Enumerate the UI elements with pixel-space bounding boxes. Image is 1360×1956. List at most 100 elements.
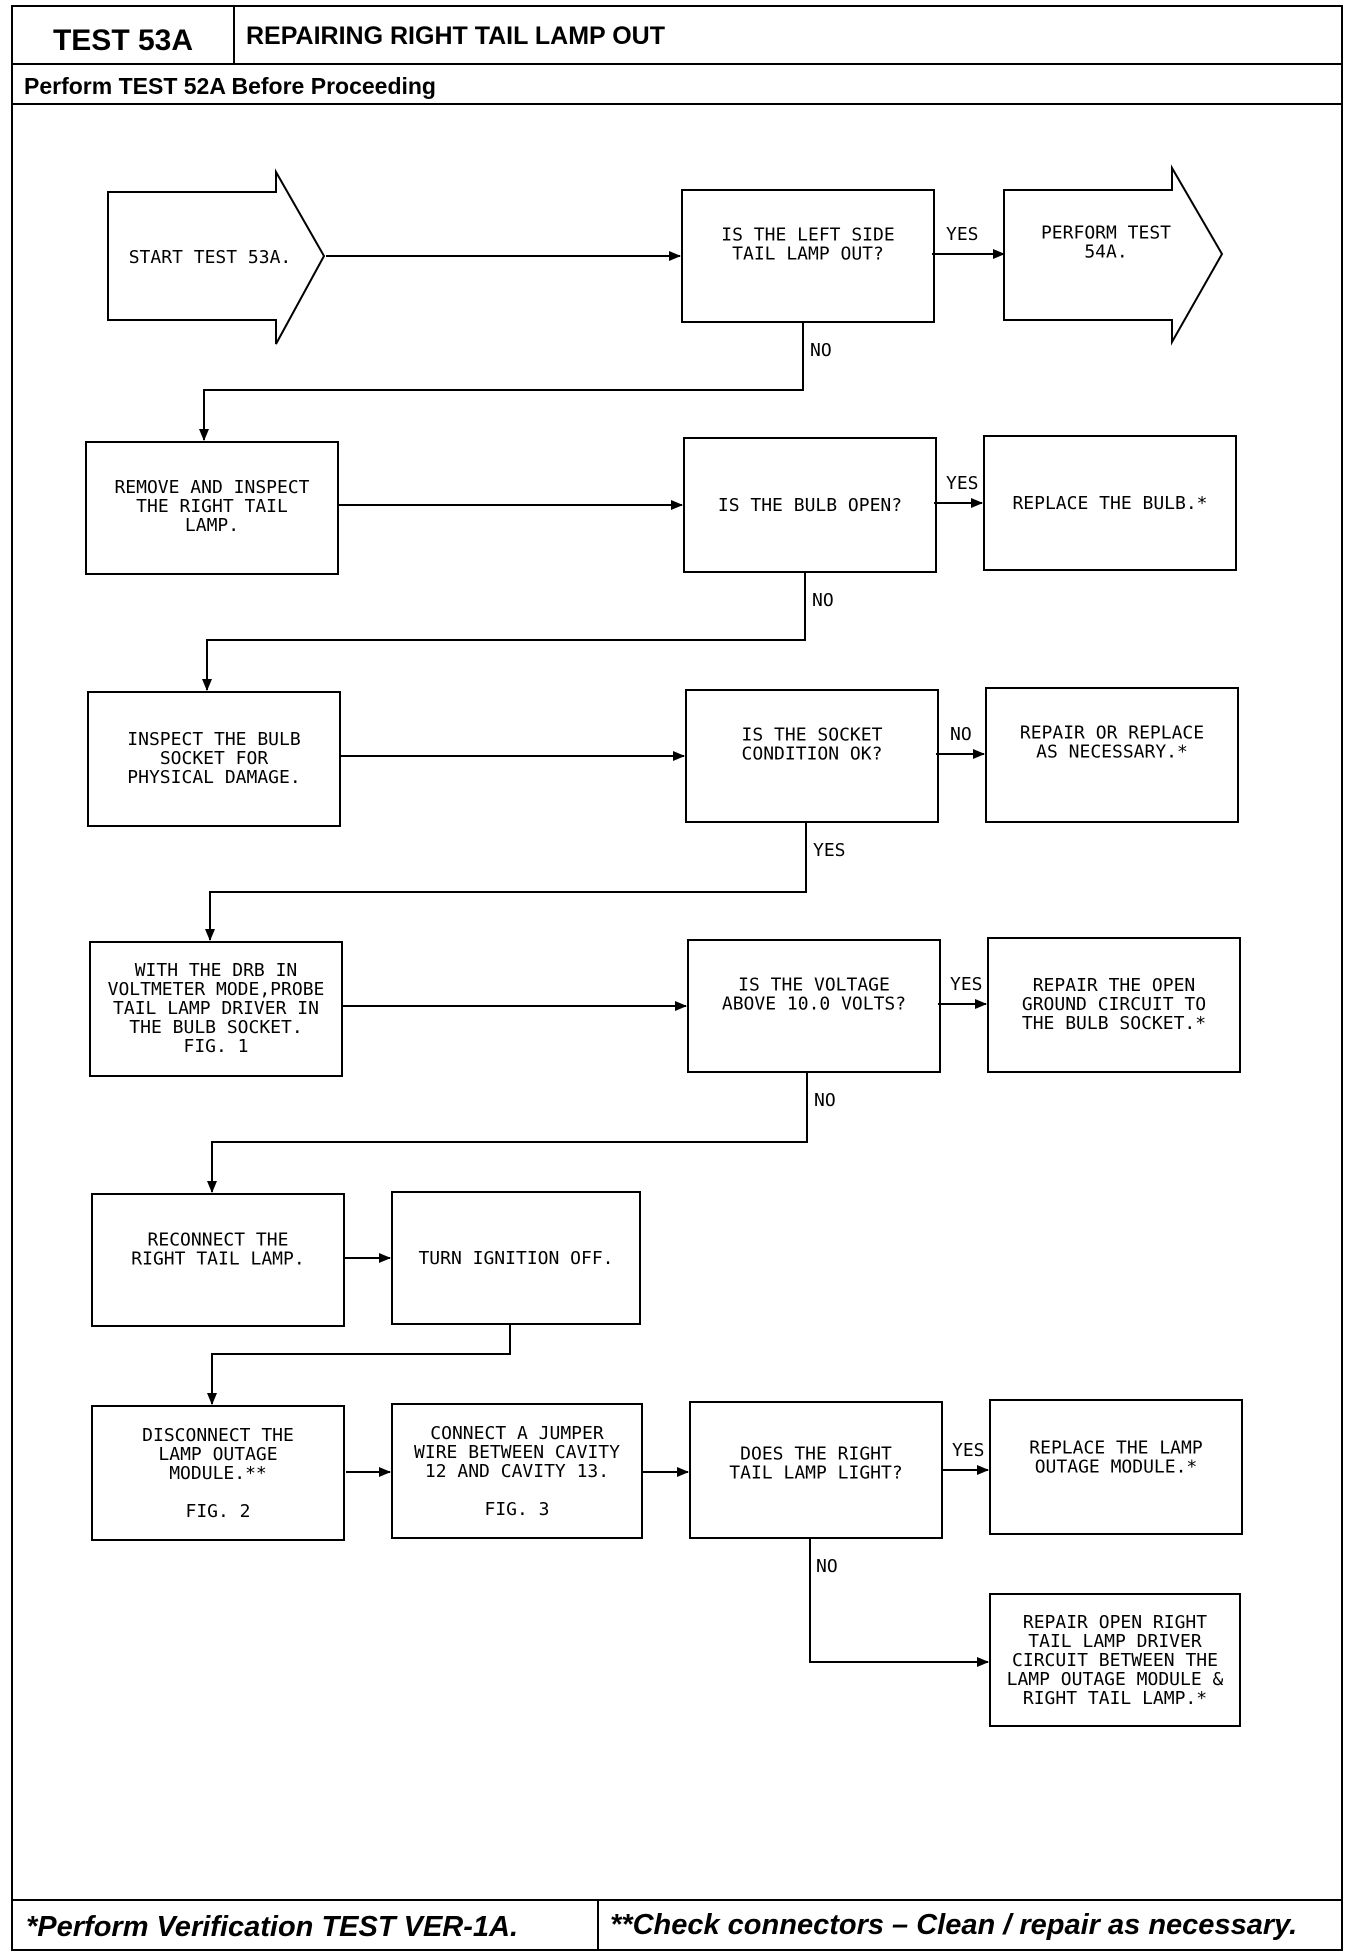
replace-module-line: OUTAGE MODULE.*: [1035, 1457, 1198, 1478]
replace-bulb-line: REPLACE THE BULB.*: [1012, 493, 1207, 514]
q-bulb-open-box: [683, 437, 937, 573]
replace-module-line: REPLACE THE LAMP: [1029, 1438, 1203, 1459]
q3-yes-label: YES: [813, 840, 846, 861]
remove-inspect-line: THE RIGHT TAIL: [136, 496, 288, 517]
q1-no-label: NO: [810, 340, 832, 361]
disconnect-module-box: [91, 1405, 345, 1541]
perform-54a-line: 54A.: [1084, 242, 1127, 263]
repair-ground-line: GROUND CIRCUIT TO: [1022, 994, 1206, 1015]
shapes: [85, 164, 1243, 1727]
replace-module-box: [989, 1399, 1243, 1535]
start-arrow-shape: [107, 168, 326, 345]
footer: *Perform Verification TEST VER-1A. **Che…: [12, 1899, 1342, 1950]
disconnect-module-line: LAMP OUTAGE: [158, 1444, 277, 1465]
jumper-line: FIG. 3: [484, 1499, 549, 1520]
remove-inspect-line: LAMP.: [185, 515, 239, 536]
disconnect-module-line: MODULE.**: [169, 1463, 267, 1484]
q4-yes-label: YES: [950, 974, 983, 995]
perform-54a-line: PERFORM TEST: [1041, 223, 1171, 244]
remove-inspect-box: [85, 441, 339, 575]
q-left-out-line: TAIL LAMP OUT?: [732, 244, 884, 265]
reconnect-line: RIGHT TAIL LAMP.: [131, 1249, 304, 1270]
jumper-box: [391, 1403, 643, 1539]
q4-no-label: NO: [814, 1090, 836, 1111]
remove-inspect-line: REMOVE AND INSPECT: [114, 477, 309, 498]
q-socket-ok-line: IS THE SOCKET: [742, 725, 883, 746]
q-lamp-light-line: TAIL LAMP LIGHT?: [729, 1463, 902, 1484]
connectors: [199, 249, 1005, 1667]
repair-replace-line: AS NECESSARY.*: [1036, 742, 1188, 763]
repair-driver-line: LAMP OUTAGE MODULE &: [1007, 1669, 1224, 1690]
reconnect-box: [91, 1193, 345, 1327]
header: TEST 53A REPAIRING RIGHT TAIL LAMP OUT P…: [11, 5, 1342, 105]
repair-driver-line: RIGHT TAIL LAMP.*: [1023, 1688, 1207, 1709]
arrow-q4-no: [207, 1072, 808, 1193]
q-lamp-light-box: [689, 1401, 943, 1539]
q-voltage-box: [687, 939, 941, 1073]
q-left-out-box: [681, 189, 935, 323]
q2-no-label: NO: [812, 590, 834, 611]
repair-ground-line: THE BULB SOCKET.*: [1022, 1013, 1206, 1034]
q2-yes-label: YES: [946, 473, 979, 494]
disconnect-module-line: FIG. 2: [185, 1501, 250, 1522]
footer-verification-note: *Perform Verification TEST VER-1A.: [26, 1911, 518, 1943]
q-voltage-line: ABOVE 10.0 VOLTS?: [722, 994, 906, 1015]
reconnect-line: RECONNECT THE: [148, 1230, 289, 1251]
arrow-ignition-to-disconnect: [207, 1324, 511, 1405]
inspect-socket-line: SOCKET FOR: [160, 748, 269, 769]
inspect-socket-line: INSPECT THE BULB: [127, 729, 300, 750]
replace-bulb-text: REPLACE THE BULB.*: [1012, 493, 1207, 514]
start-test-text: START TEST 53A.: [129, 247, 292, 268]
repair-replace-line: REPAIR OR REPLACE: [1020, 723, 1204, 744]
footer-connector-note: **Check connectors – Clean / repair as n…: [610, 1909, 1297, 1941]
probe-driver-line: WITH THE DRB IN: [135, 960, 298, 981]
q1-yes-label: YES: [946, 224, 979, 245]
probe-driver-line: TAIL LAMP DRIVER IN: [113, 998, 319, 1019]
arrow-q3-yes: [205, 822, 807, 941]
q-lamp-light-line: DOES THE RIGHT: [740, 1444, 892, 1465]
repair-ground-line: REPAIR THE OPEN: [1033, 975, 1196, 996]
q-left-out-line: IS THE LEFT SIDE: [721, 225, 894, 246]
test-id: TEST 53A: [53, 24, 193, 57]
arrow-q1-no: [199, 322, 804, 441]
q-socket-ok-line: CONDITION OK?: [742, 744, 883, 765]
q5-no-label: NO: [816, 1556, 838, 1577]
probe-driver-line: FIG. 1: [183, 1036, 248, 1057]
probe-driver-line: VOLTMETER MODE,PROBE: [108, 979, 325, 1000]
repair-driver-line: CIRCUIT BETWEEN THE: [1012, 1650, 1218, 1671]
start-line: START TEST 53A.: [129, 247, 292, 268]
probe-driver-box: [89, 941, 343, 1077]
q-socket-ok-box: [685, 689, 939, 823]
arrow-q5-no: [809, 1538, 989, 1667]
jumper-line: CONNECT A JUMPER: [430, 1423, 604, 1444]
repair-ground-box: [987, 937, 1241, 1073]
q-bulb-open-line: IS THE BULB OPEN?: [718, 495, 902, 516]
page-title: REPAIRING RIGHT TAIL LAMP OUT: [246, 22, 665, 50]
branch-labels: YES NO YES NO NO YES YES NO YES NO: [810, 224, 985, 1577]
q3-no-label: NO: [950, 724, 972, 745]
q5-yes-label: YES: [952, 1440, 985, 1461]
repair-driver-line: TAIL LAMP DRIVER: [1028, 1631, 1202, 1652]
ignition-off-line: TURN IGNITION OFF.: [418, 1248, 613, 1269]
ignition-off-text: TURN IGNITION OFF.: [418, 1248, 613, 1269]
ignition-off-box: [391, 1191, 641, 1325]
q-bulb-open-text: IS THE BULB OPEN?: [718, 495, 902, 516]
page-border: [11, 5, 1343, 1951]
disconnect-module-line: DISCONNECT THE: [142, 1425, 294, 1446]
arrow-q2-no: [202, 572, 806, 691]
replace-bulb-box: [983, 435, 1237, 571]
